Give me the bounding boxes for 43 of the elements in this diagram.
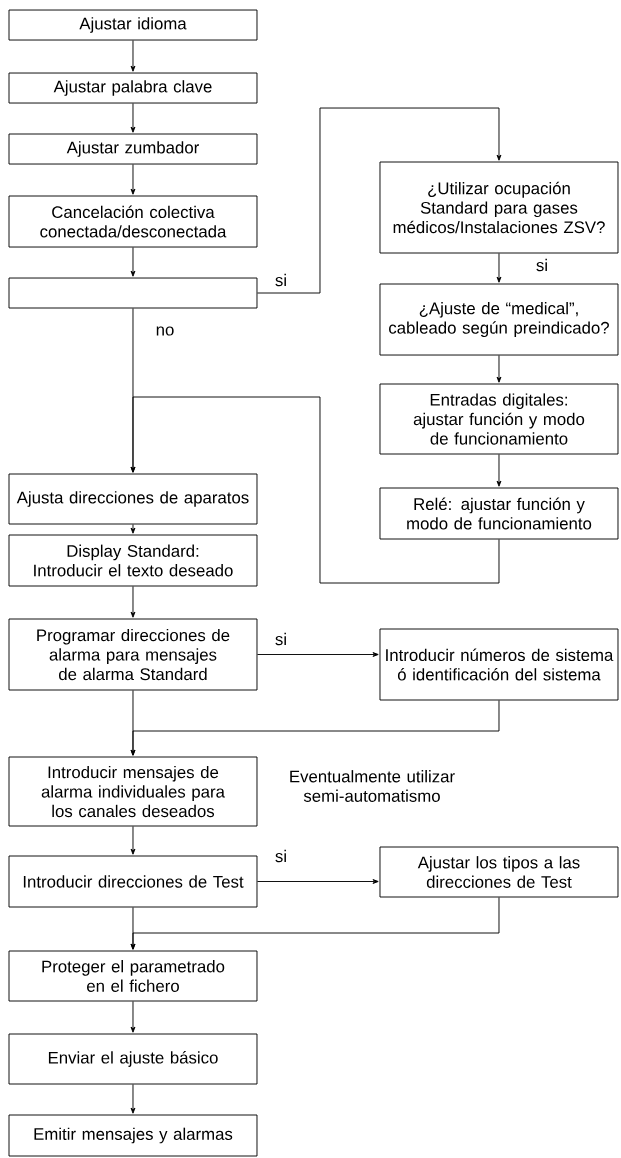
arrow bbox=[130, 826, 136, 855]
arrow bbox=[130, 396, 500, 584]
process-box: Introducir números de sistema ó identificación del sistema bbox=[379, 628, 619, 701]
arrow bbox=[130, 164, 136, 195]
edge-label: si bbox=[273, 631, 289, 647]
process-box: Cancelación colectiva conectada/desconectada bbox=[8, 195, 258, 248]
process-box: Entradas digitales: ajustar función y modo de funcionamiento bbox=[379, 383, 619, 455]
process-box: Ajustar palabra clave bbox=[8, 72, 258, 104]
edge-label: no bbox=[154, 325, 176, 337]
arrow bbox=[496, 355, 502, 383]
process-box: Ajustar zumbador bbox=[8, 133, 258, 165]
process-box: Introducir direcciones de Test bbox=[8, 855, 258, 908]
arrow bbox=[130, 1084, 136, 1114]
arrow bbox=[130, 524, 136, 534]
arrow bbox=[130, 700, 500, 756]
arrow bbox=[130, 586, 136, 618]
process-box: Programar direcciones de alarma para mensajes de alarma Standard bbox=[8, 618, 258, 691]
process-box: Emitir mensajes y alarmas bbox=[8, 1114, 258, 1157]
note-text: Eventualmente utilizar semi-automatismo bbox=[290, 770, 455, 802]
arrow bbox=[130, 247, 136, 277]
process-box: Introducir mensajes de alarma individuales para los canales deseados bbox=[8, 756, 258, 827]
arrow bbox=[130, 897, 500, 950]
process-box: Display Standard: Introducir el texto deseado bbox=[8, 534, 258, 587]
edge-label: si bbox=[534, 257, 550, 273]
edge-label: si bbox=[273, 848, 289, 864]
process-box: ¿Utilizar ocupación Standard para gases médicos/Instalaciones ZSV? bbox=[379, 161, 619, 254]
process-box: ¿Ajuste de “medical”, cableado según preindicado? bbox=[379, 283, 619, 356]
edge-label: si bbox=[273, 272, 289, 288]
arrow bbox=[257, 879, 379, 884]
arrow bbox=[496, 253, 502, 283]
process-box bbox=[8, 277, 258, 309]
process-box: Enviar el ajuste básico bbox=[8, 1033, 258, 1085]
process-box: Proteger el parametrado en el fichero bbox=[8, 950, 258, 1002]
process-box: Ajusta direcciones de aparatos bbox=[8, 473, 258, 525]
arrow bbox=[130, 40, 136, 72]
arrow bbox=[257, 107, 502, 294]
arrow bbox=[496, 454, 502, 487]
arrow bbox=[130, 1001, 136, 1033]
arrow bbox=[130, 103, 136, 133]
arrow bbox=[257, 652, 379, 657]
process-box: Relé: ajustar función y modo de funcionamiento bbox=[379, 487, 619, 540]
process-box: Ajustar los tipos a las direcciones de Test bbox=[379, 846, 619, 898]
process-box: Ajustar idioma bbox=[8, 9, 258, 41]
